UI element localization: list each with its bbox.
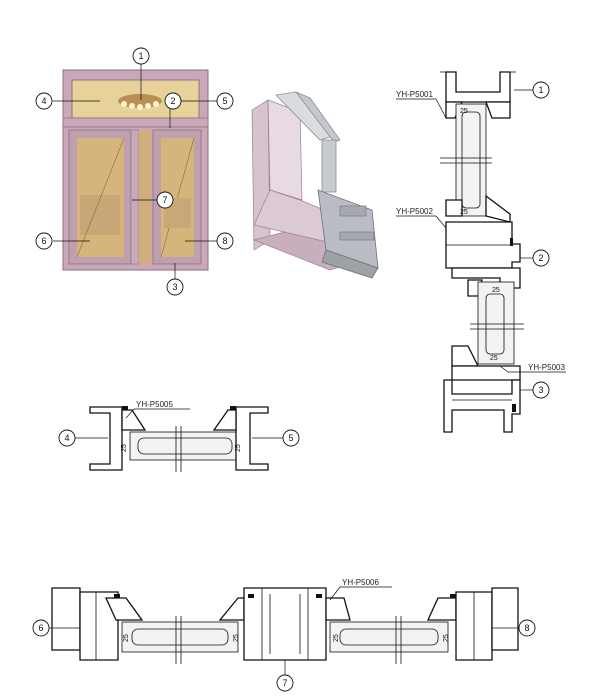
label-yh-p5006: YH-P5006 (342, 578, 379, 587)
dim-25-a: 25 (123, 634, 130, 642)
section-callout-7: 7 (282, 678, 287, 688)
dim-25-right-45: 25 (235, 444, 242, 452)
section-callout-6: 6 (38, 623, 43, 633)
callout-4: 4 (41, 96, 46, 106)
section-callout-1: 1 (538, 85, 543, 95)
chandelier-icon (118, 94, 162, 110)
callout-8: 8 (222, 236, 227, 246)
label-yh-p5001: YH-P5001 (396, 90, 433, 99)
photo-callouts: 1 4 5 2 7 6 8 3 (35, 47, 234, 296)
section-callout-8: 8 (524, 623, 529, 633)
label-yh-p5005: YH-P5005 (136, 400, 173, 409)
callout-3: 3 (172, 282, 177, 292)
callout-5: 5 (222, 96, 227, 106)
window-photo (62, 69, 209, 271)
dim-25-top-bottom: 25 (460, 209, 468, 216)
section-callout-3: 3 (538, 385, 543, 395)
dim-25-mid-bottom: 25 (490, 355, 498, 362)
callout-7: 7 (162, 195, 167, 205)
vertical-section: 25 25 25 25 (440, 71, 524, 433)
callout-2: 2 (170, 96, 175, 106)
label-yh-p5003: YH-P5003 (528, 363, 565, 372)
dim-25-b: 25 (233, 634, 240, 642)
dim-25-c: 25 (333, 634, 340, 642)
label-yh-p5002: YH-P5002 (396, 207, 433, 216)
vertical-section-labels: YH-P5001 YH-P5002 YH-P5003 1 2 3 (396, 81, 566, 399)
profile-3d-render (251, 91, 379, 279)
section-callout-4: 4 (64, 433, 69, 443)
dim-25-d: 25 (443, 634, 450, 642)
horizontal-section-6-7-8-labels: YH-P5006 6 7 8 (32, 578, 536, 692)
horizontal-section-4-5: 25 25 (89, 406, 269, 472)
dim-25-left-45: 25 (121, 444, 128, 452)
section-callout-5: 5 (288, 433, 293, 443)
horizontal-section-6-7-8: 25 25 25 25 (51, 587, 519, 664)
dim-25-mid: 25 (492, 287, 500, 294)
callout-1: 1 (138, 51, 143, 61)
dim-25-top: 25 (460, 108, 468, 115)
section-callout-2: 2 (538, 253, 543, 263)
callout-6: 6 (41, 236, 46, 246)
horizontal-section-4-5-labels: YH-P5005 4 5 (58, 400, 300, 447)
